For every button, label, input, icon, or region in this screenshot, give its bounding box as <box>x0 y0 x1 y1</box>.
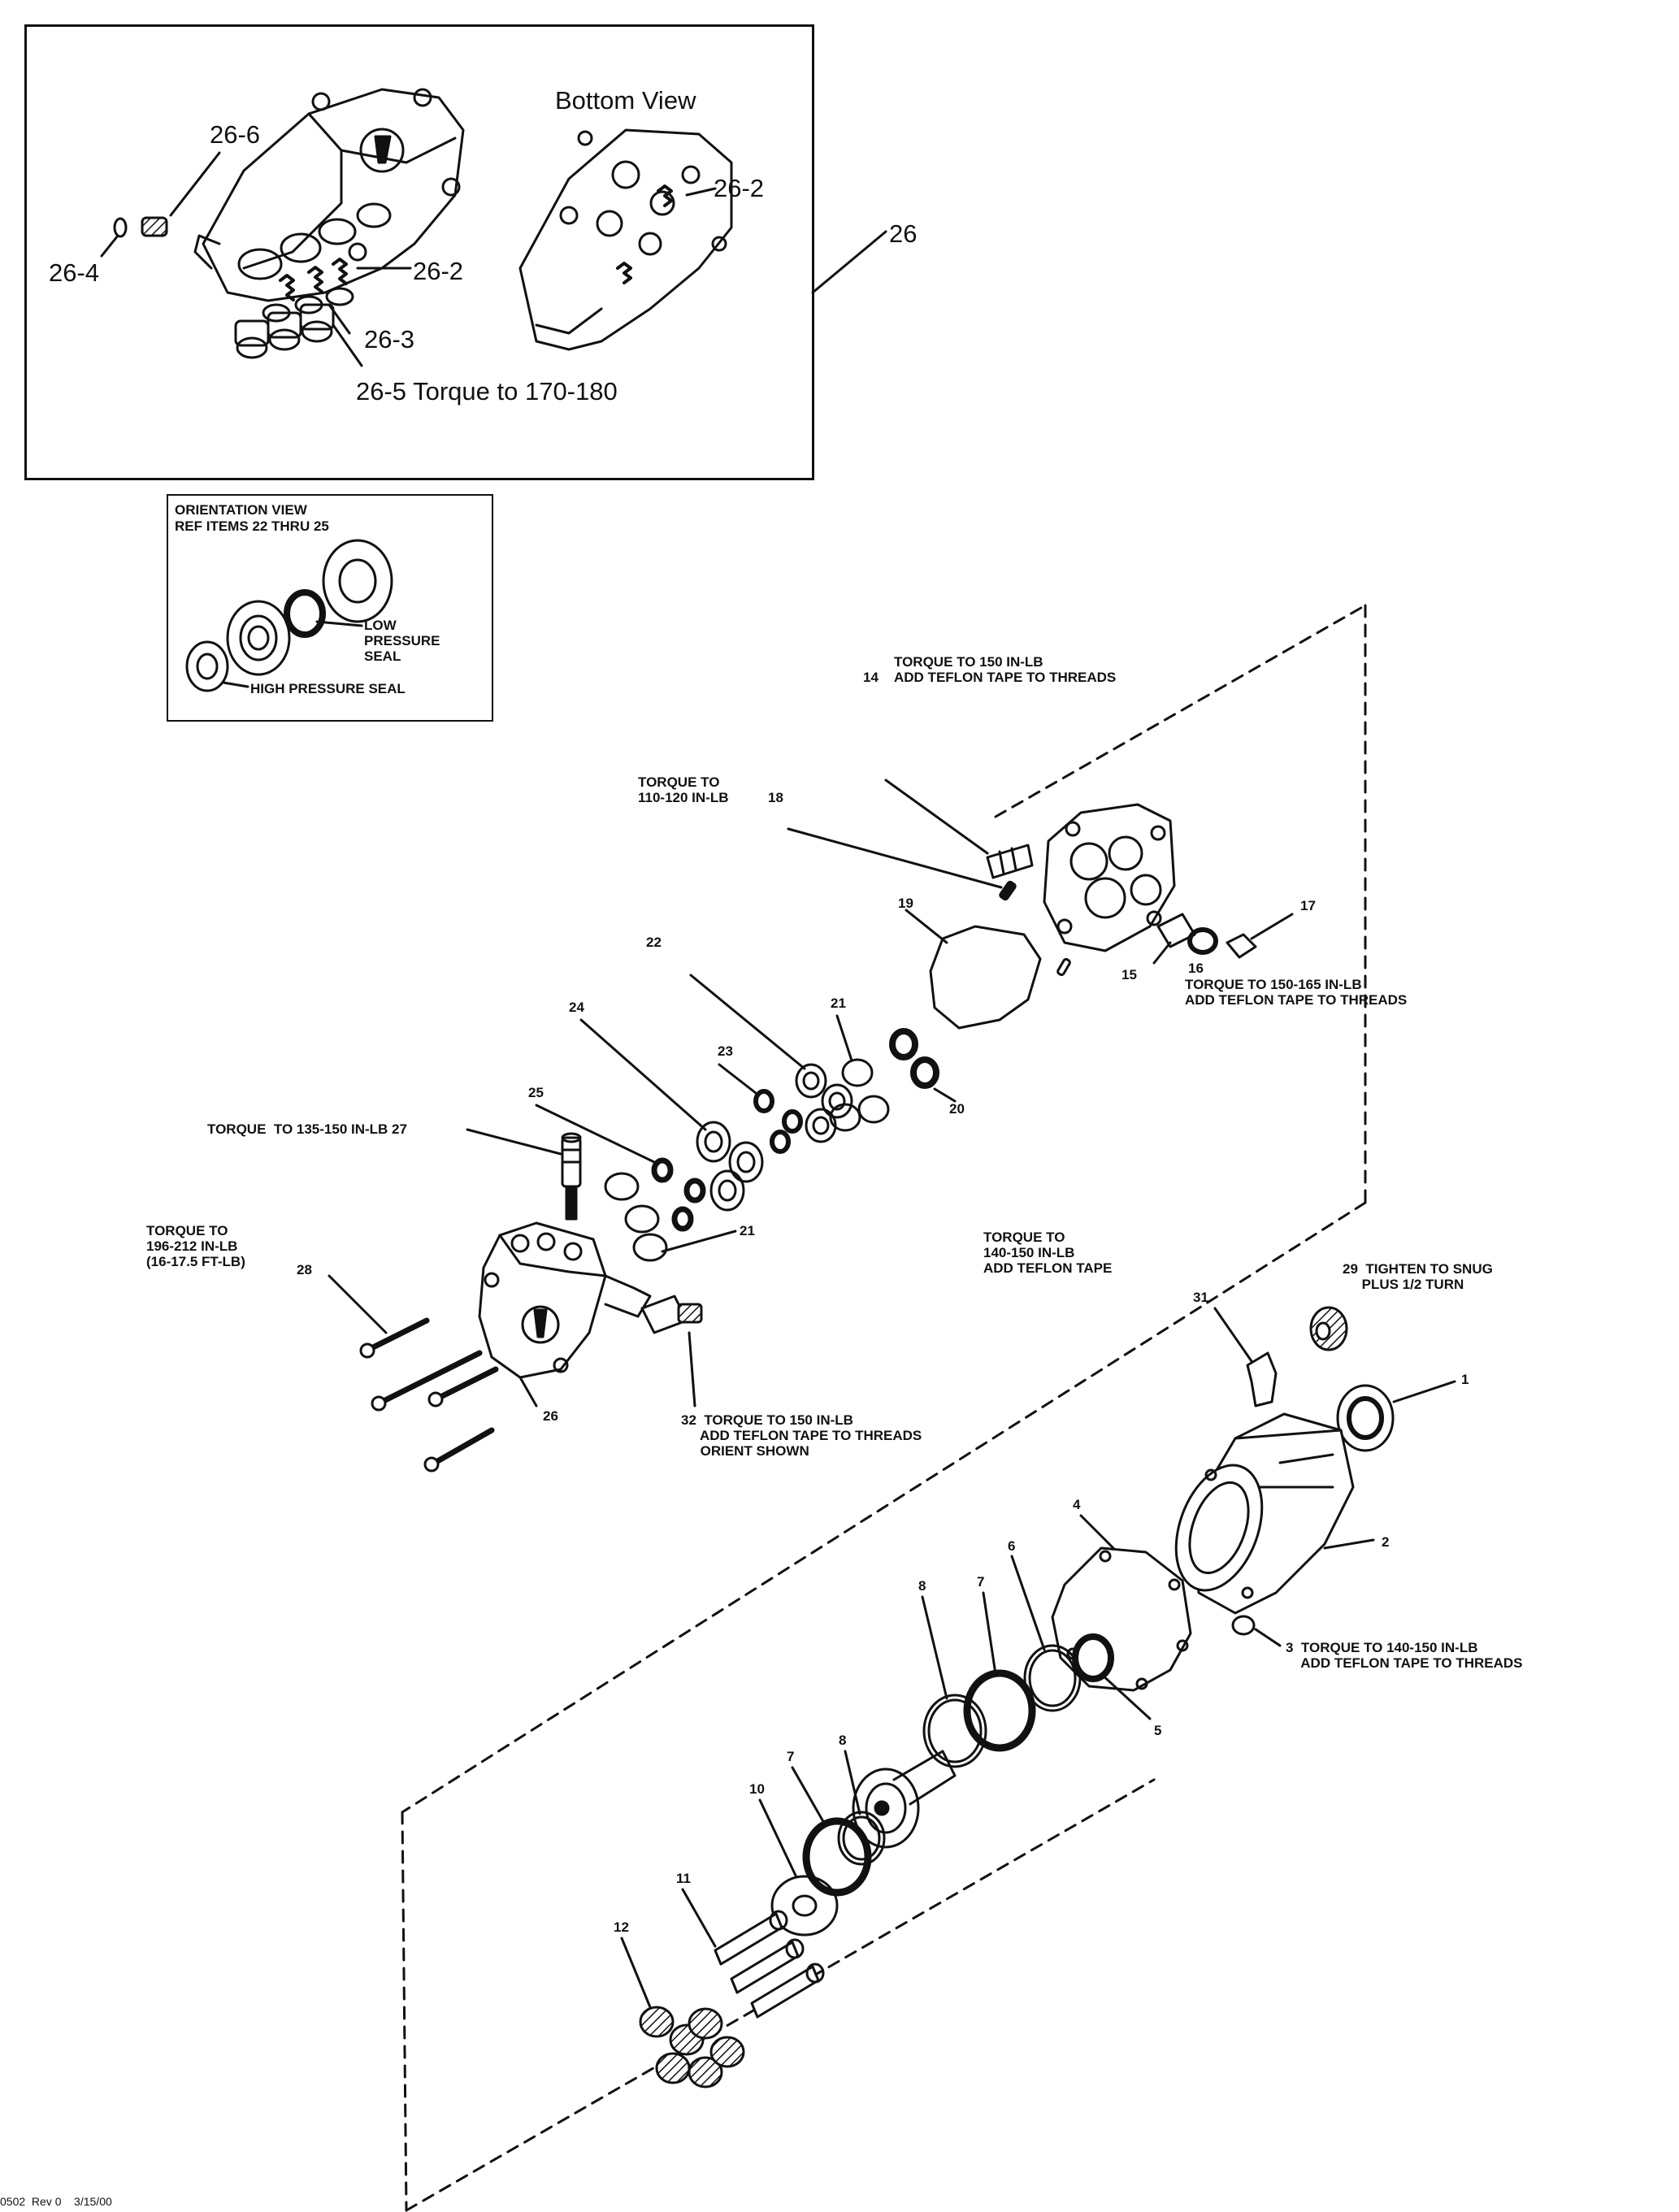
callout-21-upper: 21 <box>831 995 846 1011</box>
callout-14-note: TORQUE TO 150 IN-LB ADD TEFLON TAPE TO T… <box>894 654 1117 685</box>
callout-8-upper: 8 <box>918 1578 926 1594</box>
label-26-6: 26-6 <box>210 120 261 149</box>
callout-18-note: TORQUE TO 110-120 IN-LB <box>638 774 729 805</box>
callout-12: 12 <box>614 1919 629 1935</box>
callout-16: 16 <box>1188 961 1204 976</box>
revision-footer: 0502 Rev 0 3/15/00 <box>0 2195 112 2208</box>
callout-2: 2 <box>1382 1534 1390 1550</box>
callout-10: 10 <box>749 1781 765 1797</box>
callout-25: 25 <box>528 1085 544 1100</box>
callout-31: 31 <box>1193 1290 1208 1305</box>
callout-17: 17 <box>1300 898 1316 913</box>
callout-3-note: 3 TORQUE TO 140-150 IN-LB ADD TEFLON TAP… <box>1286 1640 1523 1671</box>
callout-18: 18 <box>768 790 783 805</box>
callout-31-note: TORQUE TO 140-150 IN-LB ADD TEFLON TAPE <box>983 1230 1113 1276</box>
callout-8-lower: 8 <box>839 1733 847 1748</box>
callout-15: 15 <box>1122 967 1137 982</box>
callout-22: 22 <box>646 935 662 950</box>
callout-4: 4 <box>1073 1497 1081 1512</box>
callout-21-lower: 21 <box>740 1223 755 1238</box>
manifold-26-main <box>478 1221 652 1379</box>
callout-28: 28 <box>297 1262 312 1277</box>
bolts-28 <box>359 1317 499 1472</box>
gasket-4 <box>1051 1546 1192 1692</box>
springs-12 <box>639 2006 745 2088</box>
manifold-inset-frame <box>24 24 814 480</box>
callout-20: 20 <box>949 1101 965 1117</box>
callout-14: 14 <box>863 670 879 685</box>
low-pressure-seal-label: LOW PRESSURE SEAL <box>364 618 440 664</box>
label-26-2-left: 26-2 <box>413 257 464 285</box>
label-26-2-right: 26-2 <box>714 174 765 202</box>
callout-11: 11 <box>676 1871 691 1886</box>
label-26: 26 <box>889 219 918 248</box>
callout-19: 19 <box>898 896 913 911</box>
unloader-27 <box>561 1132 582 1221</box>
valve-springs-26-2 <box>279 258 348 301</box>
orientation-subtitle: REF ITEMS 22 THRU 25 <box>175 518 329 534</box>
callout-26: 26 <box>543 1408 558 1424</box>
bottom-view-manifold <box>518 128 733 351</box>
callout-7-upper: 7 <box>977 1574 985 1590</box>
manifold-assembly-26 <box>193 88 465 302</box>
callout-7-lower: 7 <box>787 1749 795 1764</box>
callout-28-note: TORQUE TO 196-212 IN-LB (16-17.5 FT-LB) <box>146 1223 245 1269</box>
plungers-11 <box>714 1910 825 2019</box>
nut-29 <box>1309 1306 1348 1351</box>
callout-16-note: TORQUE TO 150-165 IN-LB ADD TEFLON TAPE … <box>1185 977 1408 1008</box>
label-26-4: 26-4 <box>49 258 100 287</box>
pump-head <box>1043 803 1176 952</box>
orientation-seals <box>185 539 393 692</box>
callout-5: 5 <box>1154 1723 1162 1738</box>
callout-29-note: 29 TIGHTEN TO SNUG PLUS 1/2 TURN <box>1343 1261 1493 1292</box>
callout-23: 23 <box>718 1043 733 1059</box>
orientation-title: ORIENTATION VIEW <box>175 502 307 518</box>
gasket-19 <box>929 925 1042 1030</box>
callout-32-note: 32 TORQUE TO 150 IN-LB ADD TEFLON TAPE T… <box>681 1412 922 1459</box>
orientation-inset-frame <box>167 494 493 722</box>
high-pressure-seal-label: HIGH PRESSURE SEAL <box>250 681 406 696</box>
callout-24: 24 <box>569 1000 584 1015</box>
label-26-3: 26-3 <box>364 325 415 353</box>
swashplate-shaft <box>852 1750 957 1849</box>
label-26-5: 26-5 Torque to 170-180 <box>356 377 618 406</box>
callout-1: 1 <box>1461 1372 1469 1387</box>
callout-27-note: TORQUE TO 135-150 IN-LB 27 <box>207 1121 407 1137</box>
valve-caps-26-5 <box>234 303 335 359</box>
crankcase-2 <box>1174 1412 1355 1615</box>
callout-6: 6 <box>1008 1538 1016 1554</box>
bottom-view-title: Bottom View <box>555 86 696 115</box>
